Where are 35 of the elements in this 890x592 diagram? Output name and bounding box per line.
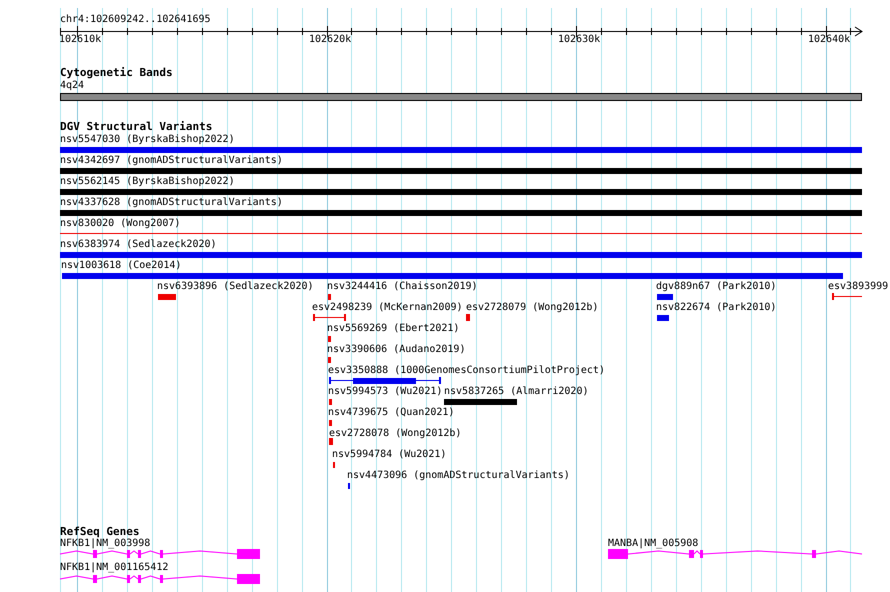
variant-label: nsv4342697 (gnomADStructuralVariants) bbox=[60, 155, 283, 167]
tick-label: 102630k bbox=[558, 34, 600, 46]
variant-label: nsv3390606 (Audano2019) bbox=[327, 344, 466, 356]
variant-label: dgv889n67 (Park2010) bbox=[656, 281, 776, 293]
tick-label: 102620k bbox=[309, 34, 352, 46]
gene-label: NFKB1|NM_003998 bbox=[60, 538, 150, 550]
variant-label: esv3350888 (1000GenomesConsortiumPilotProject) bbox=[328, 365, 605, 377]
variant-label: nsv1003618 (Coe2014) bbox=[61, 260, 182, 272]
variant-label: nsv5837265 (Almarri2020) bbox=[444, 386, 588, 398]
track-heading: RefSeq Genes bbox=[60, 526, 140, 538]
variant-label: esv3893999 bbox=[828, 281, 888, 293]
variant-label: nsv5994573 (Wu2021) bbox=[328, 386, 442, 398]
variant-label: esv2498239 (McKernan2009) bbox=[312, 302, 463, 314]
variant-label: nsv5562145 (ByrskaBishop2022) bbox=[60, 176, 235, 188]
variant-label: nsv6393896 (Sedlazeck2020) bbox=[157, 281, 314, 293]
variant-label: esv2728078 (Wong2012b) bbox=[329, 428, 462, 440]
tick-label: 102610k bbox=[59, 34, 102, 46]
track-heading: DGV Structural Variants bbox=[60, 121, 212, 133]
variant-label: nsv830020 (Wong2007) bbox=[60, 218, 180, 230]
variant-label: nsv822674 (Park2010) bbox=[656, 302, 776, 314]
gene-label: MANBA|NM_005908 bbox=[608, 538, 698, 550]
variant-label: nsv6383974 (Sedlazeck2020) bbox=[60, 239, 217, 251]
variant-label: nsv5994784 (Wu2021) bbox=[332, 449, 446, 461]
variant-label: nsv4473096 (gnomADStructuralVariants) bbox=[347, 470, 570, 482]
gene-label: NFKB1|NM_001165412 bbox=[60, 562, 168, 574]
track-heading: Cytogenetic Bands bbox=[60, 67, 173, 79]
coordinate-title: chr4:102609242..102641695 bbox=[60, 14, 211, 26]
variant-label: nsv4337628 (gnomADStructuralVariants) bbox=[60, 197, 283, 209]
variant-label: nsv4739675 (Quan2021) bbox=[328, 407, 454, 419]
variant-label: esv2728079 (Wong2012b) bbox=[466, 302, 598, 314]
variant-label: nsv5547030 (ByrskaBishop2022) bbox=[60, 134, 235, 146]
tick-label: 102640k bbox=[808, 34, 850, 46]
variant-label: nsv5569269 (Ebert2021) bbox=[327, 323, 460, 335]
variant-label: nsv3244416 (Chaisson2019) bbox=[327, 281, 478, 293]
band-label: 4q24 bbox=[60, 80, 84, 92]
